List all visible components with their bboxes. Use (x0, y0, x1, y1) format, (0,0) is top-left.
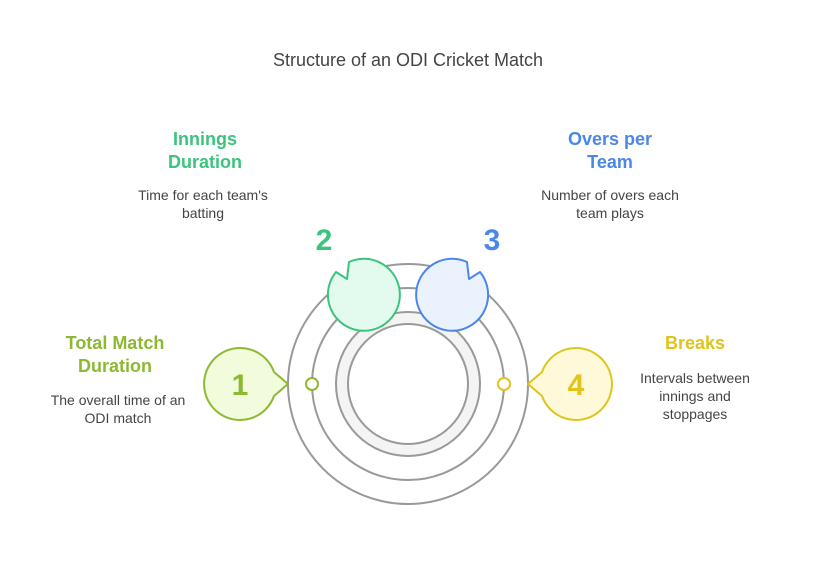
bubble-1: 1 (203, 347, 289, 421)
item-4-description: Intervals between innings and stoppages (640, 370, 750, 422)
item-1-heading: Total Match Duration (40, 332, 190, 378)
marker-dot-4 (497, 377, 511, 391)
heading-line: Duration (168, 152, 242, 172)
heading-line: Total Match (65, 333, 165, 353)
diagram-title: Structure of an ODI Cricket Match (272, 50, 544, 70)
item-1-description: The overall time of an ODI match (50, 392, 186, 426)
heading-line: Duration (78, 356, 152, 376)
heading-line: Team (587, 152, 633, 172)
item-4-heading: Breaks (620, 332, 770, 355)
bubble-2: 2 (316, 224, 401, 332)
bubble-number-4: 4 (568, 369, 585, 402)
item-3-heading: Overs per Team (535, 128, 685, 174)
bubble-3: 3 (415, 224, 501, 332)
bubble-number-1: 1 (232, 369, 249, 402)
bubble-4: 4 (527, 347, 613, 421)
item-3-description: Number of overs each team plays (541, 187, 679, 221)
item-2-description: Time for each team's batting (138, 187, 268, 221)
bubble-number-3: 3 (484, 224, 501, 257)
inner-band-inner (347, 323, 469, 445)
item-2-heading: Innings Duration (130, 128, 280, 174)
inner-band-outer (335, 311, 481, 457)
marker-dot-1 (305, 377, 319, 391)
heading-line: Innings (173, 129, 237, 149)
bubble-number-2: 2 (316, 224, 333, 257)
heading-line: Overs per (567, 129, 653, 149)
inner-band (336, 312, 480, 456)
outer-ring (287, 263, 529, 505)
heading-line: Breaks (664, 333, 726, 353)
